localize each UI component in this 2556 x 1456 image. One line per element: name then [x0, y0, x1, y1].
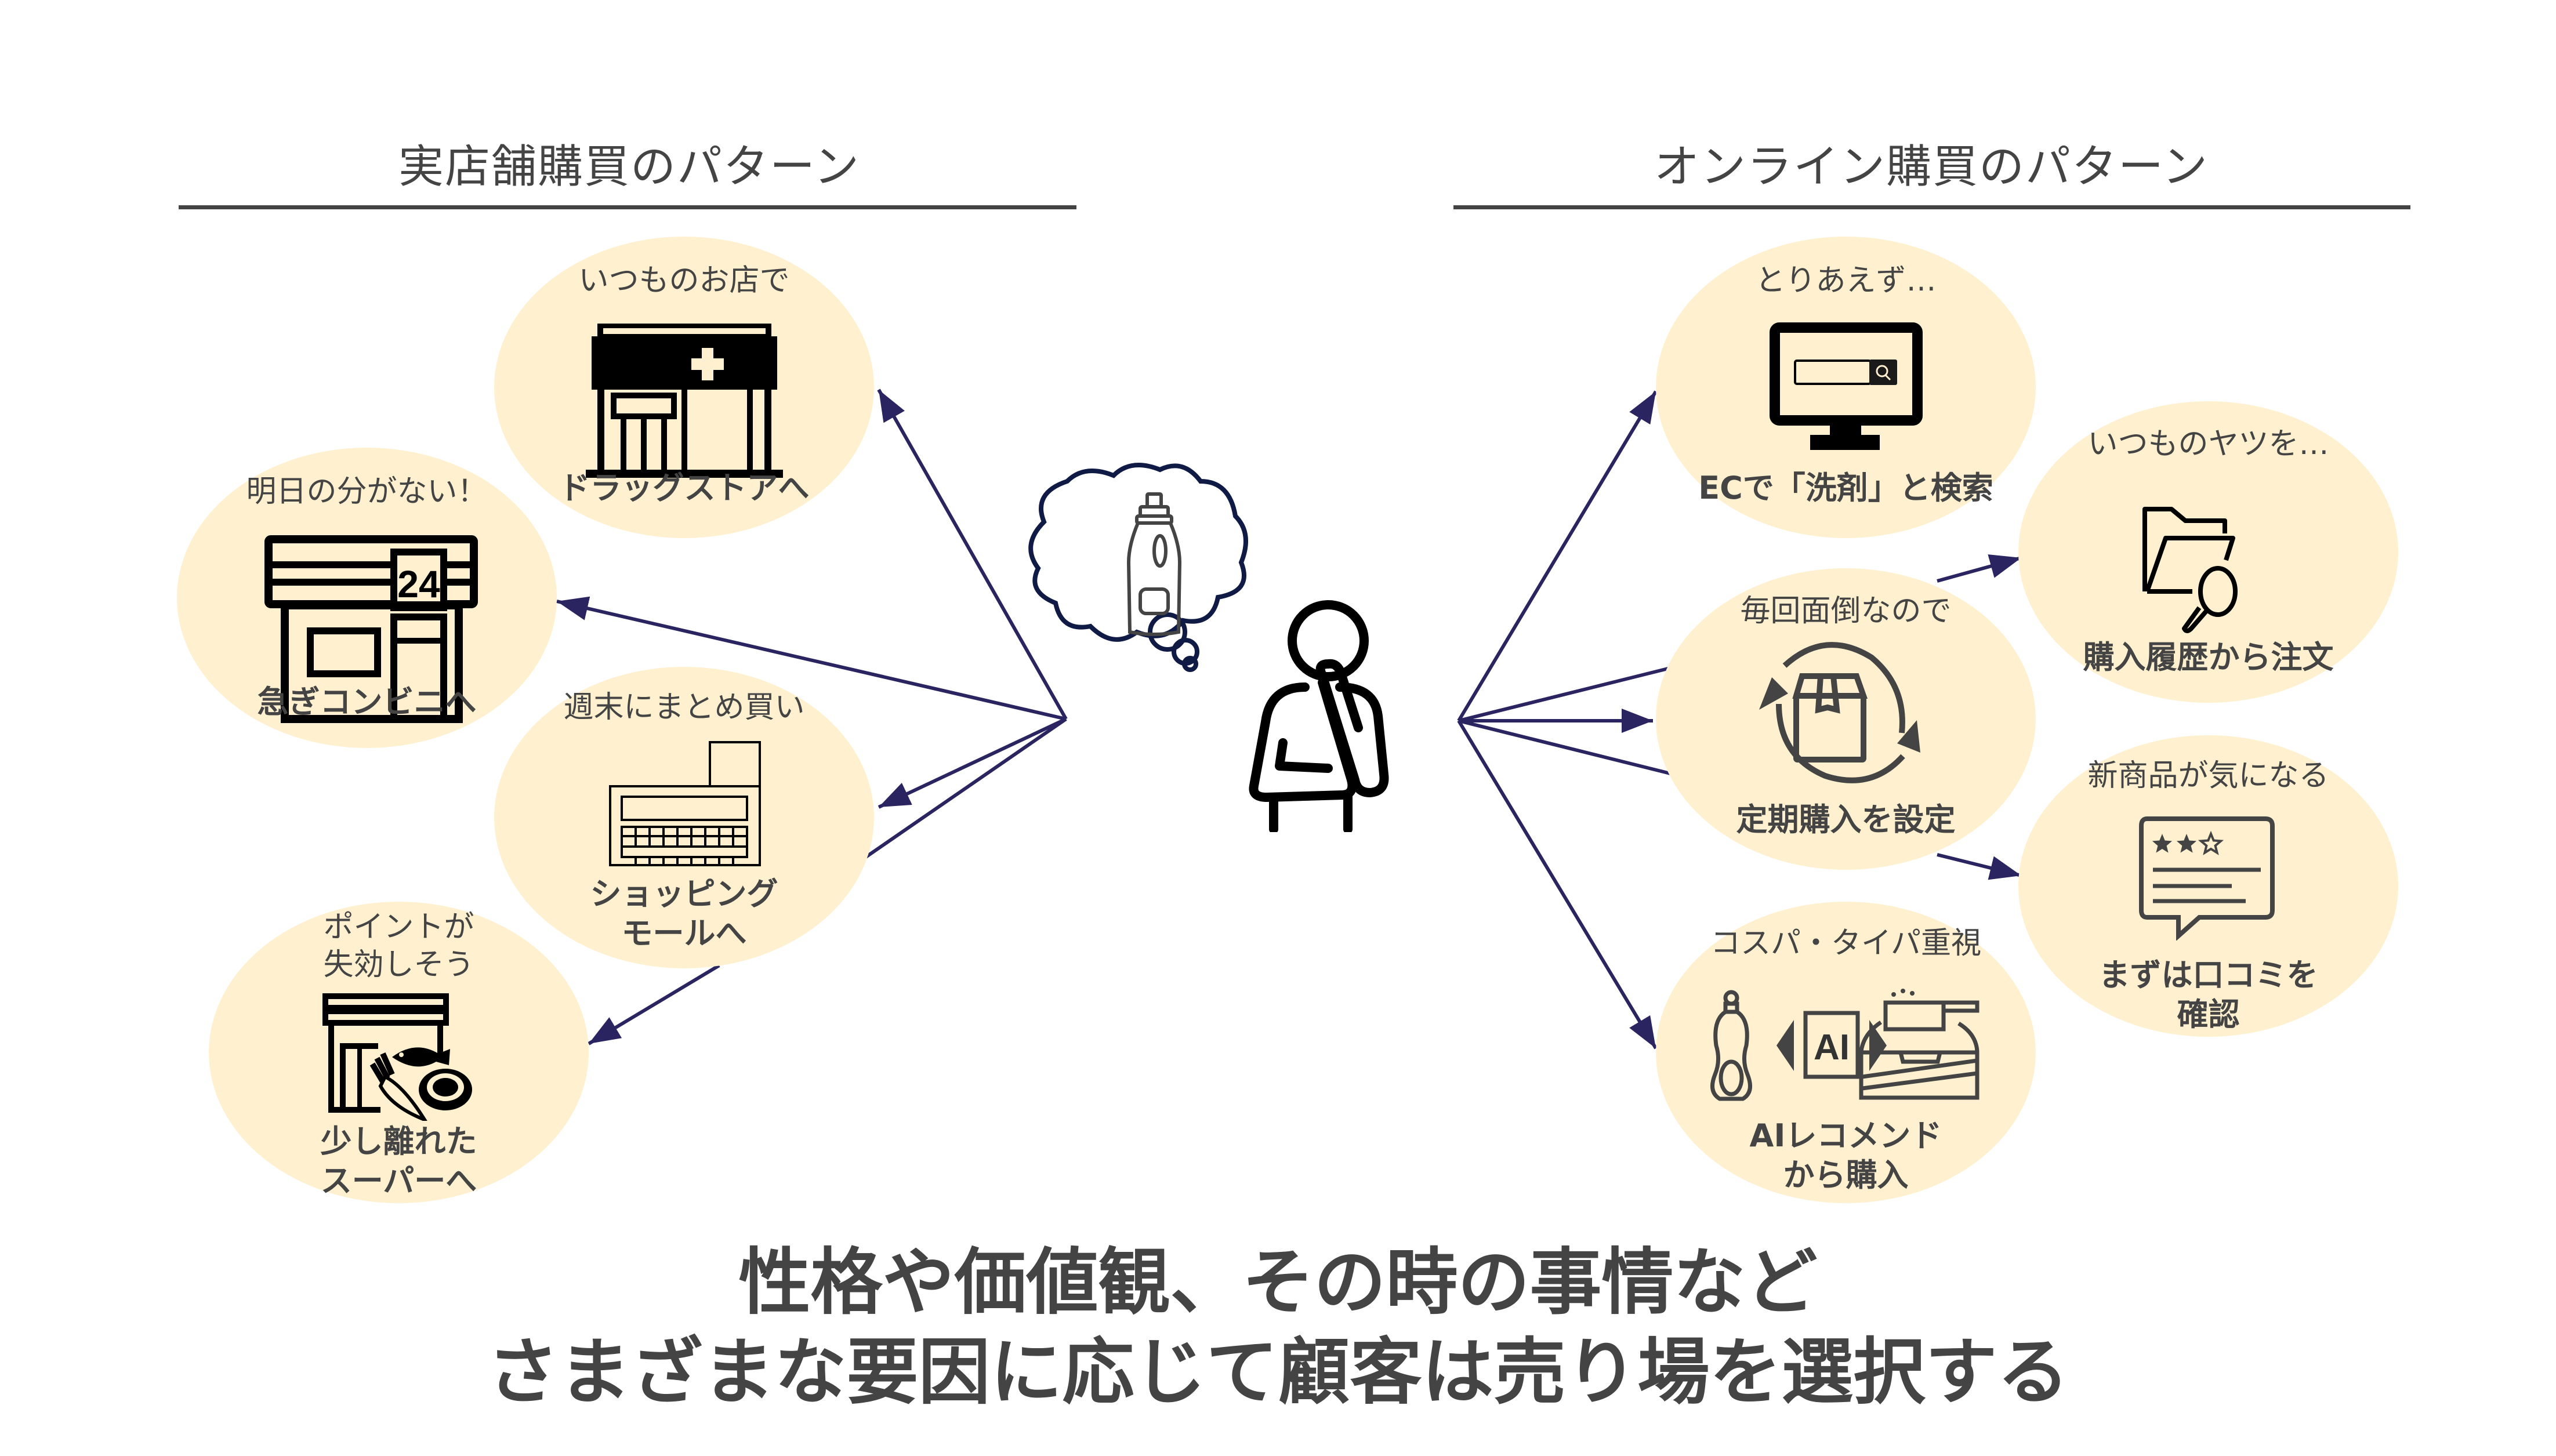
- ai-recommend-icon: AI: [1710, 989, 1979, 1101]
- bubble-convenience: 明日の分がない！ 24 急ぎコンビニへ: [177, 448, 557, 748]
- caption-ai-recommend: コスパ・タイパ重視: [1710, 926, 1981, 961]
- caption-supermarket: ポイントが 失効しそう: [323, 910, 474, 982]
- arrow-lower-branch: [1458, 719, 1671, 775]
- arrow-to-convenience: [556, 596, 1067, 721]
- rating-stars: [2152, 830, 2224, 855]
- arrow-to-history: [1937, 554, 2022, 583]
- label-convenience: 急ぎコンビニへ: [257, 684, 477, 720]
- arrow-to-ai-recommend: [1457, 720, 1658, 1050]
- arrow-upper-branch: [1458, 666, 1671, 722]
- bubble-subscription: 毎回面倒なので 定期購入を設定: [1656, 568, 2036, 870]
- label-purchase-history: 購入履歴から注文: [2083, 639, 2334, 676]
- offline-section-divider: [179, 205, 1076, 209]
- caption-mall: 週末にまとめ買い: [563, 690, 805, 725]
- caption-drugstore: いつものお店で: [578, 263, 790, 298]
- offline-section-title: 実店舗購買のパターン: [398, 141, 861, 193]
- convenience-store-24-icon: 24: [264, 535, 478, 723]
- label-reviews: まずは口コミを 確認: [2098, 957, 2318, 1033]
- drugstore-icon: [586, 324, 783, 478]
- footer-line-2: さまざまな要因に応じて顧客は売り場を選択する: [487, 1331, 2069, 1414]
- thought-bubble-detergent-icon: [1028, 463, 1248, 672]
- bubble-ai-recommend: コスパ・タイパ重視 AI AIレコメンド から購入: [1656, 902, 2036, 1203]
- folder-search-icon: [2142, 507, 2238, 633]
- review-stars-icon: [2139, 816, 2275, 941]
- label-ai-recommend: AIレコメンド から購入: [1749, 1117, 1942, 1193]
- bubble-supermarket: ポイントが 失効しそう 少し離れた スーパーへ: [209, 902, 589, 1203]
- caption-convenience: 明日の分がない！: [246, 474, 488, 509]
- arrow-to-supermarket: [863, 717, 1067, 860]
- label-mall: ショッピング モールへ: [590, 876, 778, 952]
- caption-reviews: 新商品が気になる: [2087, 758, 2329, 793]
- supermarket-icon: [322, 993, 472, 1121]
- arrow-to-mall: [878, 717, 1067, 809]
- caption-purchase-history: いつものヤツを…: [2087, 427, 2329, 462]
- arrow-to-supermarket-lower: [588, 964, 720, 1045]
- online-section-divider: [1453, 205, 2410, 209]
- label-supermarket: 少し離れた スーパーへ: [320, 1123, 477, 1199]
- arrow-to-ec-search: [1457, 390, 1658, 722]
- footer-line-1: 性格や価値観、その時の事情など: [738, 1241, 1818, 1324]
- caption-ec-search: とりあえず…: [1755, 263, 1937, 298]
- label-subscription: 定期購入を設定: [1736, 801, 1956, 838]
- bubble-purchase-history: いつものヤツを… 購入履歴から注文: [2018, 401, 2398, 703]
- monitor-search-icon: [1770, 322, 1923, 450]
- star-filled-icon: [2152, 834, 2173, 853]
- icon-ai-text: AI: [1814, 1027, 1850, 1068]
- caption-subscription: 毎回面倒なので: [1740, 594, 1952, 629]
- star-empty-icon: [2198, 830, 2224, 855]
- arrow-to-reviews: [1937, 853, 2022, 880]
- shopping-mall-icon: [609, 741, 761, 866]
- icon-24-text: 24: [397, 562, 440, 605]
- bubble-drugstore: いつものお店で ドラッグストアへ: [494, 237, 874, 538]
- online-section-title: オンライン購買のパターン: [1654, 141, 2209, 193]
- recurring-delivery-box-icon: [1759, 642, 1920, 783]
- bubble-mall: 週末にまとめ買い ショッピング モールへ: [494, 667, 874, 968]
- label-ec-search: ECで「洗剤」と検索: [1698, 470, 1993, 506]
- thinking-person-icon: [1249, 600, 1389, 832]
- star-filled-icon: [2176, 834, 2197, 853]
- bubble-ec-search: とりあえず… ECで「洗剤」と検索: [1656, 237, 2036, 538]
- arrow-to-drugstore: [877, 388, 1068, 720]
- label-drugstore: ドラッグストアへ: [559, 470, 810, 506]
- bubble-reviews: 新商品が気になる まずは口コミを 確認: [2018, 735, 2398, 1037]
